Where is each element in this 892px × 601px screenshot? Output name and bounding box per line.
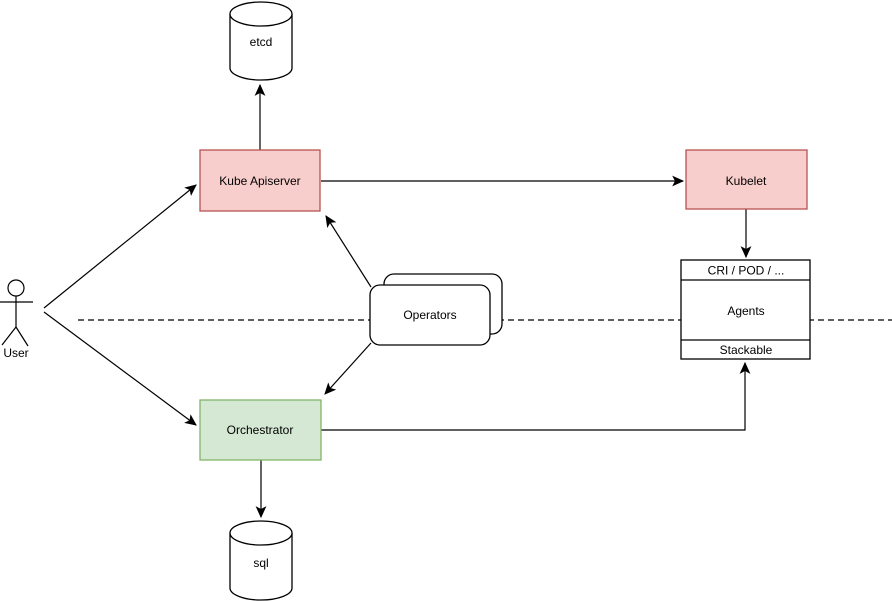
orchestrator-label: Orchestrator [227,423,294,437]
etcd-cylinder-top [229,1,293,27]
etcd-cylinder-body [229,14,293,81]
kubelet-box [685,149,808,210]
arrow-operators-to-orchestrator [324,342,372,395]
arrow-user-to-apiserver [43,184,197,309]
kubelet-node[interactable]: Kubelet [685,149,808,210]
kube-apiserver-node[interactable]: Kube Apiserver [199,149,321,212]
sql-label: sql [253,556,268,570]
user-actor-node[interactable]: User [0,279,33,360]
user-left-leg [1,326,17,346]
user-head-icon [7,279,25,297]
edges-layer [43,83,752,519]
operators-front-card [369,284,491,346]
user-right-leg [15,326,29,347]
stackable-label: Stackable [720,343,773,357]
arrow-orchestrator-to-stackable [321,361,751,431]
agents-stack-header-label: CRI / POD / ... [708,264,785,278]
sql-cylinder-top [229,520,293,546]
orchestrator-node[interactable]: Orchestrator [199,399,322,461]
etcd-node[interactable]: etcd [229,1,293,81]
agents-label: Agents [727,304,764,318]
kubelet-label: Kubelet [726,174,767,188]
etcd-label: etcd [250,35,273,49]
agents-stack-box [680,259,811,360]
sql-cylinder-body [229,533,293,601]
user-label: User [3,346,28,360]
sql-node[interactable]: sql [229,520,293,601]
kube-apiserver-label: Kube Apiserver [219,174,300,188]
operators-node[interactable]: Operators [369,273,503,346]
orchestrator-box [199,399,322,461]
agents-stack-node[interactable]: CRI / POD / ... Agents Stackable [680,259,811,360]
arrow-operators-to-apiserver [325,215,372,288]
operators-label: Operators [403,308,456,322]
arrow-user-to-orchestrator [43,311,197,426]
kube-apiserver-box [199,149,321,212]
